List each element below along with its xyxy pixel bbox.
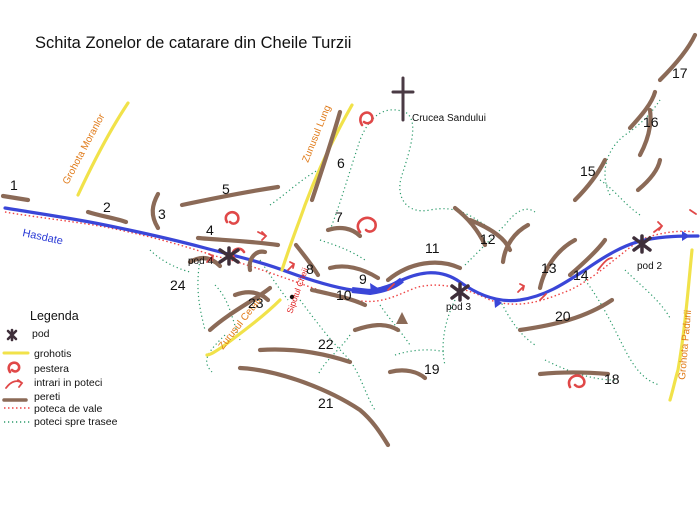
cave-icon	[231, 247, 246, 260]
cave-icon	[7, 361, 21, 374]
zone-number: 20	[555, 308, 571, 324]
legend-item-label: poteca de vale	[34, 403, 102, 415]
zone-number: 3	[158, 206, 166, 222]
zone-number: 14	[573, 267, 589, 283]
scree-label-padurii: Grohota Padurii	[677, 310, 694, 381]
map-title: Schita Zonelor de catarare din Cheile Tu…	[35, 34, 351, 52]
legend-item-label: intrari in poteci	[34, 377, 102, 389]
zone-number: 24	[170, 277, 186, 293]
legend-item-label: poteci spre trasee	[34, 416, 118, 428]
zone-numbers: 1 2 3 4 5 6 7 8 9 10 11 12 13 14 15 16 1…	[10, 65, 688, 411]
bridge-star-icon	[450, 282, 470, 302]
legend-item-label: grohotis	[34, 348, 71, 360]
legend: Legenda pod grohotis pestera intrari in …	[2, 309, 118, 428]
zone-number: 22	[318, 336, 334, 352]
zone-number: 19	[424, 361, 440, 377]
bridge-label-pod3: pod 3	[446, 302, 471, 313]
legend-item-label: pod	[32, 328, 50, 340]
triangle-marker	[396, 312, 408, 324]
cliff-walls	[0, 32, 698, 448]
red-arrow-icon	[5, 379, 24, 389]
zone-number: 18	[604, 371, 620, 387]
zone-number: 5	[222, 181, 230, 197]
trail-entries	[206, 209, 697, 301]
bridge-star-icon	[632, 234, 652, 254]
cave-icon	[359, 111, 374, 127]
zone-number: 1	[10, 177, 18, 193]
zone-number: 13	[541, 260, 557, 276]
river-label: Hasdate	[21, 227, 64, 247]
zone-number: 2	[103, 199, 111, 215]
bridges	[218, 234, 652, 302]
cave-icon	[224, 210, 240, 225]
cross-icon	[391, 76, 415, 122]
valley-path	[4, 211, 696, 305]
caves	[224, 111, 586, 389]
legend-title: Legenda	[30, 309, 79, 323]
cave-icon	[567, 374, 586, 389]
bridge-label-pod2: pod 2	[637, 261, 662, 272]
zone-number: 8	[306, 261, 314, 277]
zone-number: 15	[580, 163, 596, 179]
zone-number: 7	[335, 209, 343, 225]
cave-icon	[356, 216, 377, 234]
river-hasdate	[3, 206, 700, 308]
zone-number: 4	[206, 222, 214, 238]
scree-lines	[76, 101, 694, 402]
bridge-star-icon	[6, 328, 18, 342]
zone-number: 12	[480, 231, 496, 247]
zone-number: 21	[318, 395, 334, 411]
zone-number: 10	[336, 287, 352, 303]
bridge-label-pod4: pod 4	[188, 256, 213, 267]
bridge-star-icon	[218, 246, 240, 266]
zone-number: 16	[643, 114, 659, 130]
spring-marker	[289, 294, 295, 300]
legend-item-label: pereti	[34, 391, 60, 403]
zone-number: 23	[248, 295, 264, 311]
zone-number: 11	[425, 240, 440, 256]
legend-item-label: pestera	[34, 363, 69, 375]
cross-label: Crucea Sandului	[412, 113, 486, 124]
zone-number: 17	[672, 65, 688, 81]
zone-number: 6	[337, 155, 345, 171]
zone-number: 9	[359, 271, 367, 287]
